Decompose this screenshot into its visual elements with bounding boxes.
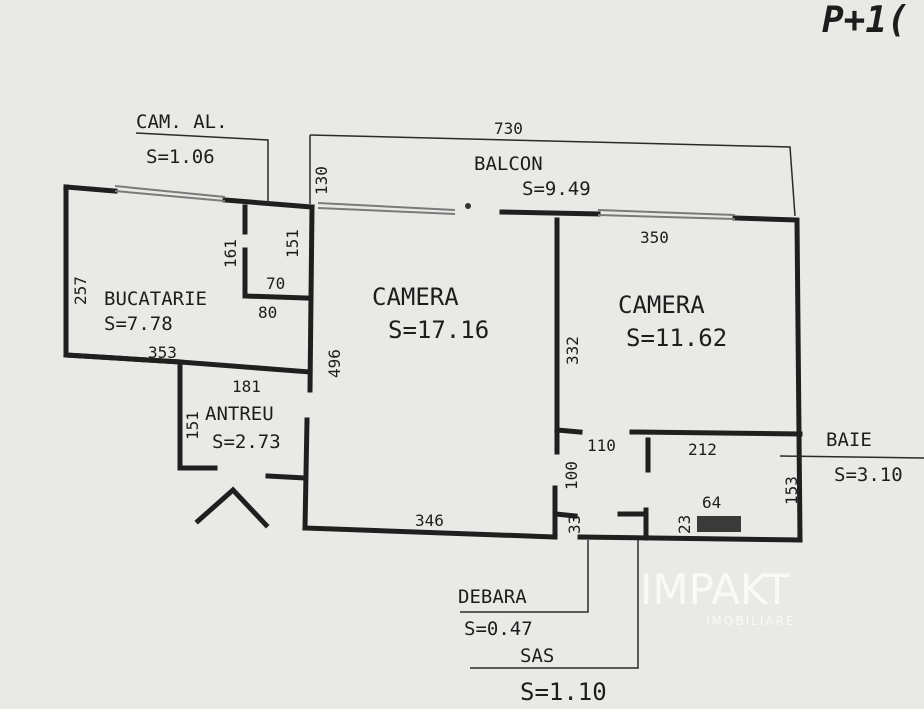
cam-al-area: S=1.06 [146,146,215,168]
camera2-name: CAMERA [618,291,705,319]
dim-151-cam-al: 151 [283,229,302,258]
dim-730: 730 [494,119,523,138]
dim-161: 161 [221,239,240,268]
dim-130: 130 [312,166,331,195]
cam-al-name: CAM. AL. [136,111,228,133]
baie-name: BAIE [826,429,872,451]
dim-23: 23 [675,515,694,534]
dim-496: 496 [325,349,344,378]
dim-353: 353 [148,343,177,362]
camera2-area: S=11.62 [626,324,727,352]
bucatarie-area: S=7.78 [104,313,173,335]
dim-33: 33 [565,515,584,534]
dim-151-antreu: 151 [183,411,202,440]
dim-346: 346 [415,511,444,530]
dim-332: 332 [563,336,582,365]
bucatarie-name: BUCATARIE [104,288,207,310]
balcon-name: BALCON [474,153,543,175]
dim-181: 181 [232,377,261,396]
dim-110: 110 [587,436,616,455]
watermark-sub: IMOBILIARE [706,614,795,628]
dim-257: 257 [71,276,90,305]
dimension-labels: 730 130 151 161 70 80 257 353 350 332 49… [71,119,801,534]
dim-64: 64 [702,493,721,512]
sas-name: SAS [520,645,554,667]
watermark: IMPAKT IMOBILIARE [640,565,795,628]
dim-70: 70 [266,274,285,293]
dim-80: 80 [258,303,277,322]
dim-100: 100 [562,461,581,490]
windows [114,185,736,220]
dim-212: 212 [688,440,717,459]
baie-area: S=3.10 [834,464,903,486]
balcon-area: S=9.49 [522,178,591,200]
dim-153: 153 [782,476,801,505]
antreu-area: S=2.73 [212,431,281,453]
corner-note: P+1( [822,0,909,41]
walls [63,184,803,543]
leader-lines [135,132,924,669]
wall-marker [465,203,471,209]
camera1-area: S=17.16 [388,316,489,344]
dim-350: 350 [640,228,669,247]
room-labels: CAM. AL. S=1.06 BALCON S=9.49 BUCATARIE … [104,111,903,706]
debara-area: S=0.47 [464,618,533,640]
camera1-name: CAMERA [372,283,459,311]
antreu-name: ANTREU [205,403,274,425]
debara-name: DEBARA [458,586,527,608]
watermark-brand: IMPAKT [640,565,790,614]
radiator-symbol [697,516,741,532]
sas-area: S=1.10 [520,678,607,706]
